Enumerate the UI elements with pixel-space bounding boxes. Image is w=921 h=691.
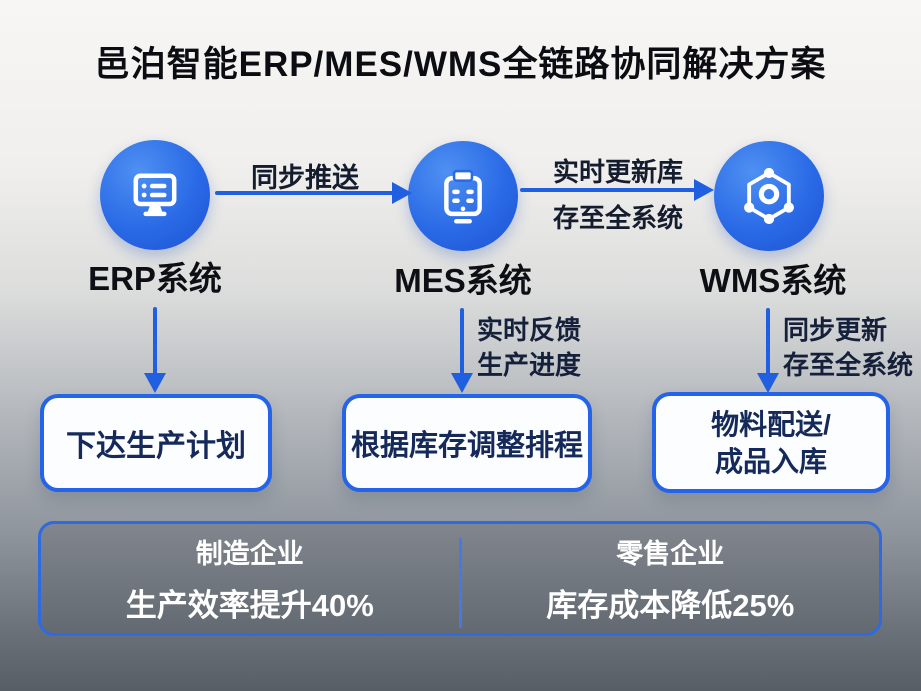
production-terminal-icon — [444, 169, 482, 224]
wms-action-box: 物料配送/ 成品入库 — [652, 392, 890, 493]
flow-label-erp-to-mes: 同步推送 — [251, 163, 359, 193]
mes-feedback-line2: 生产进度 — [477, 350, 582, 380]
wms-action-line2: 成品入库 — [714, 445, 827, 477]
wms-node — [714, 141, 824, 251]
benefit-retail: 零售企业 库存成本降低25% — [462, 524, 880, 633]
benefit-segment-label: 制造企业 — [195, 539, 304, 569]
wms-action-line1: 物料配送/ — [711, 408, 831, 440]
arrowhead-icon — [144, 373, 166, 393]
arrowhead-icon — [392, 182, 412, 204]
arrowhead-icon — [694, 179, 714, 201]
erp-action-box: 下达生产计划 — [40, 394, 272, 492]
arrow-line-wms-down — [766, 308, 770, 375]
arrow-line-mes-down — [460, 308, 464, 375]
arrowhead-icon — [451, 373, 473, 393]
benefit-metric-value: 生产效率提升40% — [125, 588, 374, 623]
wms-feedback-line1: 同步更新 — [783, 315, 888, 345]
erp-action-text: 下达生产计划 — [66, 430, 246, 463]
mes-action-box: 根据库存调整排程 — [342, 394, 592, 492]
mes-action-text: 根据库存调整排程 — [350, 430, 583, 462]
arrow-line-erp-down — [153, 307, 157, 375]
warehouse-network-icon — [744, 167, 794, 225]
wms-system-label: WMS系统 — [699, 262, 847, 299]
flow-label-mes-to-wms-line2: 存至全系统 — [552, 203, 683, 233]
wms-feedback-label: 同步更新 存至全系统 — [783, 313, 913, 383]
flow-label-mes-to-wms-line1: 实时更新库 — [552, 157, 683, 187]
arrowhead-icon — [757, 373, 779, 393]
mes-node — [408, 141, 518, 251]
erp-system-label: ERP系统 — [88, 260, 222, 297]
arrow-line-erp-to-mes — [215, 191, 395, 195]
erp-node — [100, 140, 210, 250]
arrow-line-mes-to-wms — [520, 188, 697, 192]
mes-system-label: MES系统 — [394, 262, 532, 299]
benefit-segment-label: 零售企业 — [616, 539, 725, 569]
mes-feedback-label: 实时反馈 生产进度 — [477, 313, 581, 383]
diagram-title: 邑泊智能ERP/MES/WMS全链路协同解决方案 — [94, 45, 827, 84]
benefits-panel: 制造企业 生产效率提升40% 零售企业 库存成本降低25% — [38, 521, 882, 636]
benefit-metric-value: 库存成本降低25% — [546, 588, 795, 623]
mes-feedback-line1: 实时反馈 — [477, 315, 582, 345]
wms-feedback-line2: 存至全系统 — [783, 350, 914, 380]
panel-divider — [458, 538, 462, 628]
benefit-manufacturing: 制造企业 生产效率提升40% — [41, 524, 459, 633]
computer-monitor-icon — [133, 173, 177, 217]
